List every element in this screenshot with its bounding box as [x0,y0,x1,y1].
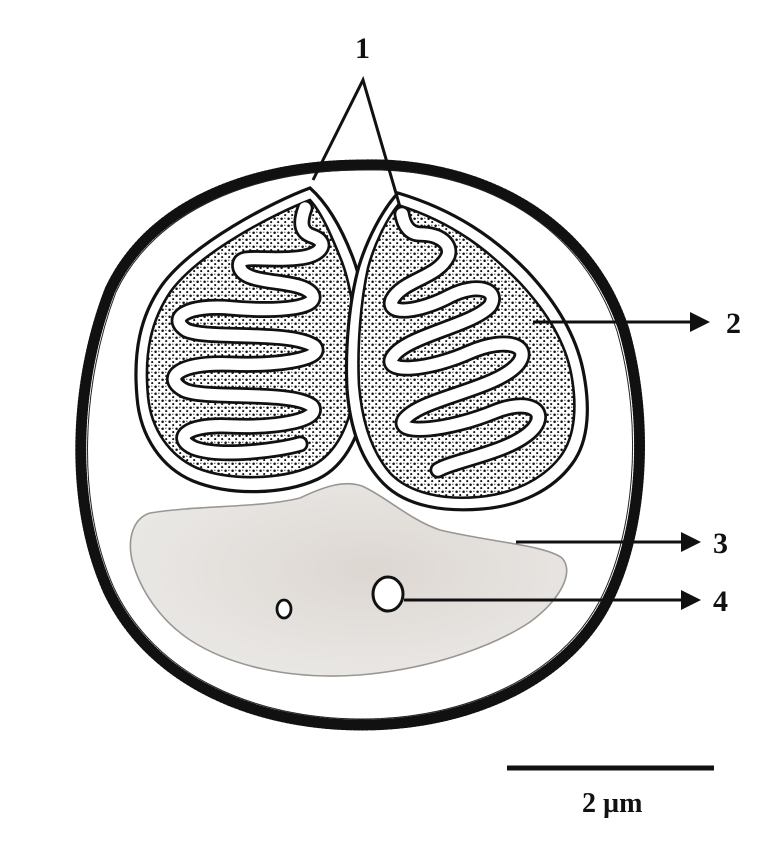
label-3: 3 [713,527,728,560]
vesicle-small [275,598,293,620]
arrow-3 [516,532,701,552]
label-1: 1 [355,32,370,65]
label-2: 2 [726,307,741,340]
lamellar-body-left [134,186,370,494]
scale-bar-label: 2 µm [582,788,642,819]
vesicle-large [371,575,405,613]
arrow-2 [533,312,710,332]
lamellar-body-right [344,191,589,512]
cell-membrane [75,159,645,731]
pointer-lines-1 [311,75,402,208]
arrow-4 [404,590,701,610]
inclusion-body [129,482,568,677]
label-4: 4 [713,585,728,618]
